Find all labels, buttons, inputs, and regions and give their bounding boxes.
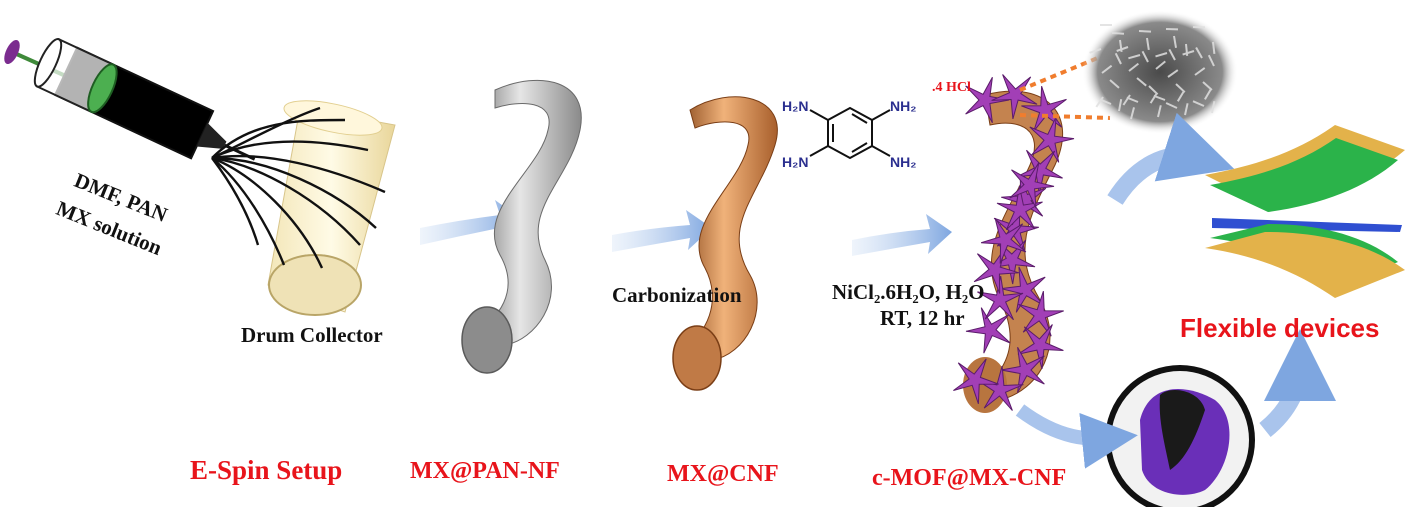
sem-texture-stroke: [1148, 85, 1159, 96]
mof-spike: [980, 217, 1027, 264]
sem-texture-stroke: [1165, 102, 1178, 109]
sem-texture-stroke: [1167, 69, 1179, 78]
stage-label-mx-pan-nf: MX@PAN-NF: [410, 458, 560, 484]
sem-texture-stroke: [1192, 100, 1205, 107]
sem-texture-stroke: [1130, 107, 1135, 120]
sem-texture-stroke: [1175, 83, 1186, 93]
sem-texture-stroke: [1118, 99, 1123, 112]
mof-spike: [965, 76, 1010, 124]
mof-spike: [1000, 266, 1046, 313]
amine-top-left: H₂N: [782, 98, 809, 114]
mof-spikes: [953, 74, 1075, 411]
sem-texture-stroke: [1116, 46, 1129, 52]
sem-texture-stroke: [1155, 52, 1168, 58]
sem-texture-stroke: [1176, 90, 1185, 102]
mof-spike: [965, 307, 1011, 354]
sem-texture-stroke: [1194, 67, 1206, 76]
mof-spike: [1018, 291, 1064, 337]
sem-image-inset: [1019, 10, 1238, 134]
mof-spike: [1001, 176, 1047, 223]
mof-spike: [1000, 346, 1045, 394]
mof-spike: [991, 74, 1038, 120]
amine-top-right: NH₂: [890, 98, 917, 114]
mof-spike: [953, 358, 999, 404]
sem-texture-stroke: [1149, 92, 1158, 104]
amine-bottom-right: NH₂: [890, 154, 917, 170]
sem-texture-stroke: [1095, 96, 1104, 108]
sem-texture-stroke: [1138, 30, 1152, 33]
process-arrows: [420, 200, 952, 256]
drum-collector-illustration: [267, 100, 396, 316]
mx-cnf-fiber: [672, 96, 778, 391]
sem-texture-stroke: [1114, 52, 1122, 65]
sem-texture-stroke: [1185, 43, 1189, 57]
drum-collector-label: Drum Collector: [241, 323, 383, 347]
flexible-devices-label: Flexible devices: [1180, 313, 1380, 343]
stage-label-espin-setup: E-Spin Setup: [190, 455, 343, 485]
amine-bottom-left: H₂N: [782, 154, 809, 170]
sem-texture-stroke: [1146, 37, 1150, 51]
reaction-conditions-line2: RT, 12 hr: [880, 306, 965, 330]
tetraaminobenzene-structure: [809, 106, 891, 160]
mof-spike: [1017, 324, 1064, 370]
stage-label-cmof-mx-cnf: c-MOF@MX-CNF: [872, 465, 1067, 491]
sem-texture-stroke: [1182, 50, 1195, 56]
sem-texture-stroke: [1109, 79, 1120, 89]
sem-texture-stroke: [1195, 47, 1203, 59]
sem-texture-stroke: [1128, 54, 1141, 60]
stage-label-mx-cnf: MX@CNF: [667, 461, 779, 487]
hcl-label: .4 HCl: [932, 80, 971, 95]
mof-spike: [1029, 116, 1075, 163]
sem-texture-stroke: [1212, 41, 1216, 55]
mx-pan-nf-fiber: [461, 79, 582, 374]
mof-spike: [996, 185, 1043, 231]
sem-texture-stroke: [1111, 32, 1125, 35]
sem-texture-stroke: [1089, 48, 1102, 54]
sem-texture-stroke: [1168, 48, 1176, 61]
sem-texture-stroke: [1122, 94, 1131, 106]
fabric-photo-inset: [1105, 365, 1255, 507]
mof-spike: [1009, 162, 1055, 209]
sem-texture-stroke: [1119, 39, 1123, 53]
sem-texture-stroke: [1101, 64, 1113, 74]
sem-texture-stroke: [1202, 81, 1213, 91]
electrospun-fibers: [211, 106, 386, 269]
device-arrows: [1015, 112, 1336, 469]
sem-texture-stroke: [1211, 101, 1216, 114]
sem-texture-stroke: [1155, 60, 1166, 70]
sem-texture-stroke: [1136, 77, 1147, 87]
carbonization-label: Carbonization: [612, 283, 742, 307]
sem-texture-stroke: [1173, 35, 1177, 48]
reaction-conditions-line1: NiCl₂.6H₂O, H₂O: [832, 280, 985, 304]
mof-spike: [977, 275, 1024, 321]
sem-texture-stroke: [1141, 50, 1149, 63]
sem-texture-stroke: [1204, 88, 1212, 100]
sem-texture-stroke: [1207, 54, 1215, 67]
sem-texture-stroke: [1128, 62, 1140, 72]
flexible-device-illustration: [1205, 125, 1405, 298]
